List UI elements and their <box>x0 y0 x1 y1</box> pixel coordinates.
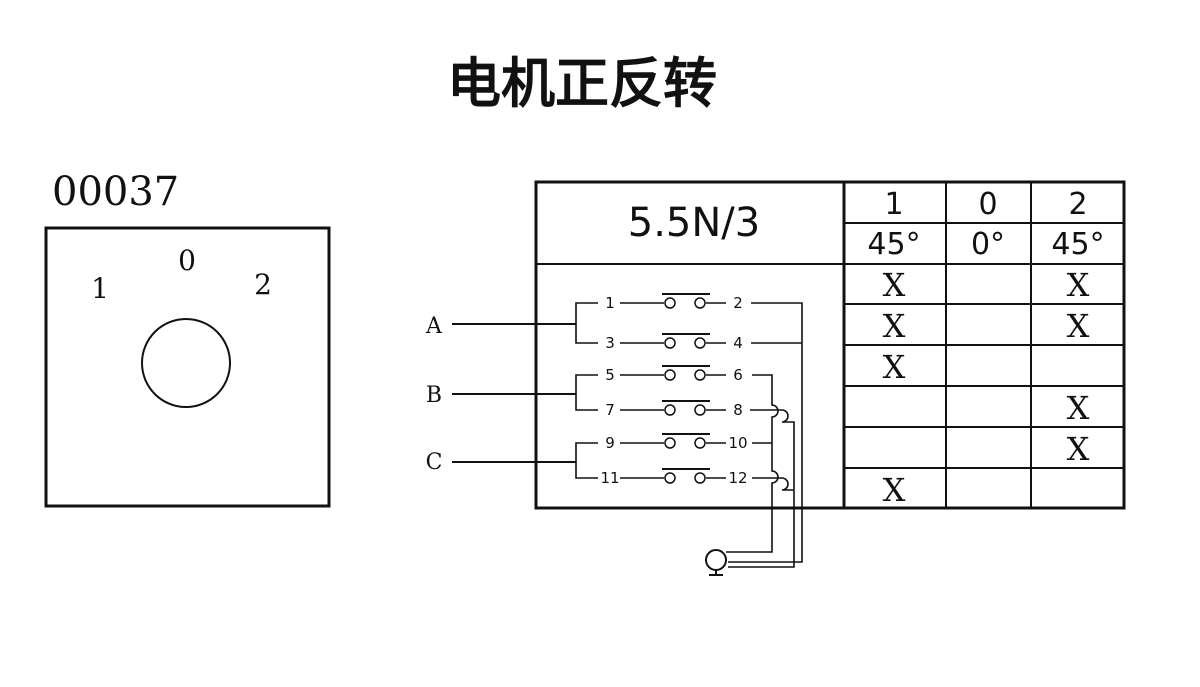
terminal-label-right: 2 <box>733 294 743 312</box>
contact-mark: X <box>1067 389 1090 427</box>
column-angle-0: 0° <box>971 227 1005 262</box>
terminal-label-right: 12 <box>728 469 747 487</box>
contact-terminal <box>694 472 706 484</box>
contact-mark: X <box>883 266 906 304</box>
contact-mark: X <box>883 307 906 345</box>
column-position-1: 1 <box>884 187 903 222</box>
contact-terminal <box>694 337 706 349</box>
contact-terminal <box>694 437 706 449</box>
contact-pair: 11 12 <box>600 468 748 487</box>
contact-mark: X <box>1067 307 1090 345</box>
switch-plate <box>44 226 331 508</box>
terminal-label-right: 6 <box>733 366 743 384</box>
switch-knob <box>141 318 231 408</box>
contact-pair: 9 10 <box>605 433 748 452</box>
terminal-label-left: 3 <box>605 334 615 352</box>
motor-icon <box>705 549 727 576</box>
switch-face: 00037 1 0 2 <box>44 169 331 508</box>
phase-label-a: A <box>425 314 443 339</box>
contact-mark: X <box>883 348 906 386</box>
contact-mark: X <box>1067 430 1090 468</box>
terminal-label-left: 7 <box>605 401 615 419</box>
contact-terminal <box>664 337 676 349</box>
contact-mark: X <box>1067 266 1090 304</box>
contact-terminal <box>694 369 706 381</box>
contact-table <box>534 180 1126 510</box>
terminal-label-left: 1 <box>605 294 615 312</box>
input-bracket <box>575 302 598 344</box>
contact-terminal <box>664 472 676 484</box>
terminal-label-right: 8 <box>733 401 743 419</box>
page-title: 电机正反转 <box>447 52 717 115</box>
column-angle-1: 45° <box>867 227 920 262</box>
terminal-label-left: 11 <box>600 469 619 487</box>
model-code: 00037 <box>52 169 179 215</box>
contact-mark: X <box>883 471 906 509</box>
position-label-left: 1 <box>91 272 109 305</box>
input-bracket <box>575 374 598 411</box>
rating-label: 5.5N/3 <box>628 200 760 246</box>
terminal-label-left: 5 <box>605 366 615 384</box>
column-position-0: 0 <box>978 187 997 222</box>
phase-inputs <box>452 323 576 463</box>
terminal-label-right: 4 <box>733 334 743 352</box>
position-label-right: 2 <box>254 268 272 301</box>
column-position-2: 2 <box>1068 187 1087 222</box>
contact-terminal <box>664 297 676 309</box>
output-wiring <box>726 302 803 568</box>
phase-label-b: B <box>426 383 442 408</box>
position-label-center: 0 <box>178 244 196 277</box>
contact-terminal <box>664 404 676 416</box>
contact-terminal <box>694 297 706 309</box>
contact-terminal <box>694 404 706 416</box>
contact-terminal <box>664 369 676 381</box>
column-angle-2: 45° <box>1051 227 1104 262</box>
phase-label-c: C <box>426 450 443 475</box>
input-bracket <box>575 442 598 479</box>
contact-terminal <box>664 437 676 449</box>
terminal-label-right: 10 <box>728 434 747 452</box>
terminal-label-left: 9 <box>605 434 615 452</box>
